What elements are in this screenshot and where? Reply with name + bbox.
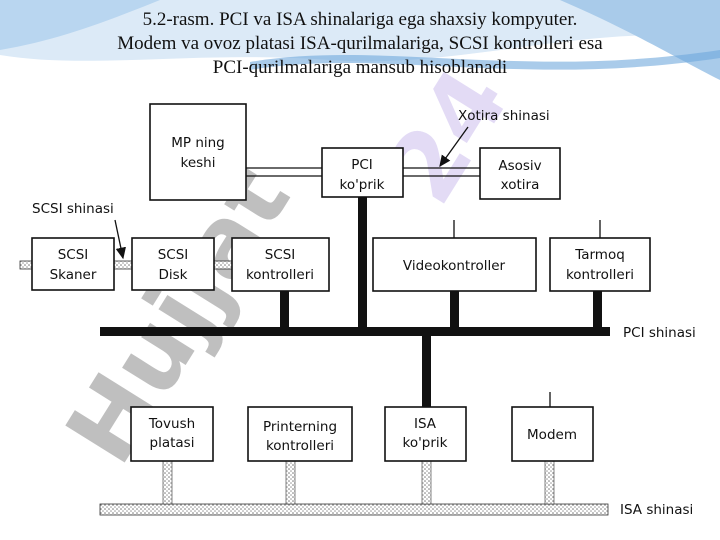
svg-text:platasi: platasi (150, 435, 195, 451)
svg-text:keshi: keshi (181, 155, 216, 171)
svg-text:Printerning: Printerning (263, 419, 337, 435)
memory-bus-arrow (439, 126, 469, 168)
svg-text:MP ning: MP ning (171, 135, 225, 151)
box-sound-card: Tovush platasi (130, 406, 214, 462)
pci-bus (100, 327, 610, 336)
caption-line-3: PCI-qurilmalariga mansub hisoblanadi (212, 57, 508, 78)
memory-bus (246, 167, 480, 177)
box-pci-bridge: PCI ko'prik (321, 147, 404, 198)
svg-text:kontrolleri: kontrolleri (566, 267, 634, 283)
box-main-memory: Asosiv xotira (479, 147, 561, 200)
caption-line-2: Modem va ovoz platasi ISA-qurilmalariga,… (117, 33, 603, 54)
isa-bus (99, 503, 609, 516)
caption-line-1: 5.2-rasm. PCI va ISA shinalariga ega sha… (142, 9, 578, 30)
scsi-bus-arrow (114, 219, 126, 260)
svg-text:SCSI: SCSI (58, 247, 89, 263)
box-cache: MP ning keshi (149, 103, 247, 201)
pci-connectors (280, 197, 602, 407)
svg-text:ISA: ISA (414, 416, 437, 432)
box-printer-controller: Printerning kontrolleri (247, 406, 353, 462)
box-modem: Modem (511, 406, 594, 462)
svg-text:Modem: Modem (527, 427, 577, 443)
svg-text:SCSI: SCSI (265, 247, 296, 263)
svg-text:Disk: Disk (159, 267, 188, 283)
pci-bus-label: PCI shinasi (623, 325, 696, 341)
svg-text:ko'prik: ko'prik (340, 177, 385, 193)
svg-text:Skaner: Skaner (50, 267, 97, 283)
memory-bus-label: Xotira shinasi (458, 108, 550, 124)
box-isa-bridge: ISA ko'prik (384, 406, 467, 462)
svg-text:SCSI: SCSI (158, 247, 189, 263)
isa-bus-label: ISA shinasi (620, 502, 693, 518)
svg-text:kontrolleri: kontrolleri (266, 438, 334, 454)
svg-text:kontrolleri: kontrolleri (246, 267, 314, 283)
svg-text:Asosiv: Asosiv (498, 158, 541, 174)
svg-text:PCI: PCI (351, 157, 373, 173)
svg-text:Videokontroller: Videokontroller (403, 258, 506, 274)
scsi-bus-label: SCSI shinasi (32, 201, 114, 217)
svg-text:Tovush: Tovush (148, 416, 195, 432)
box-video-controller: Videokontroller (372, 237, 537, 292)
svg-text:Tarmoq: Tarmoq (574, 247, 625, 263)
box-scsi-controller: SCSI kontrolleri (231, 237, 330, 292)
svg-text:xotira: xotira (501, 177, 540, 193)
box-network-controller: Tarmoq kontrolleri (549, 237, 651, 292)
box-scsi-scanner: SCSI Skaner (31, 237, 115, 291)
isa-connectors (162, 460, 555, 505)
box-scsi-disk: SCSI Disk (131, 237, 215, 291)
svg-text:ko'prik: ko'prik (403, 435, 448, 451)
thin-ticks (453, 220, 601, 407)
figure-caption: 5.2-rasm. PCI va ISA shinalariga ega sha… (0, 8, 720, 80)
